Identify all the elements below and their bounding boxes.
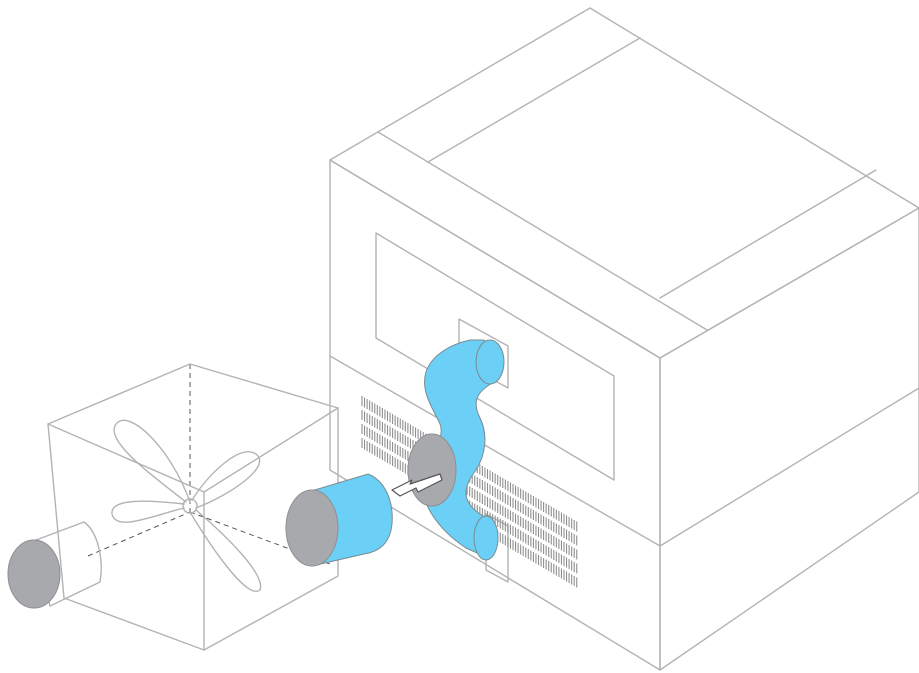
flex-duct-open-end [408,434,456,506]
flex-duct [392,340,504,560]
fan-blade-top [114,420,190,502]
fan-box [8,364,338,650]
fan-box-front-edge [48,408,338,492]
fan-box-hidden-edge-left [88,512,190,556]
inlet-adapter-end [286,490,338,566]
flex-duct-upper-cuff [476,340,504,384]
fan-box-outlet-end [8,540,60,608]
machine-lid-seam-front [428,38,640,162]
machine-right-band [660,388,919,546]
fan-blade-right [192,452,260,508]
machine-lid-seam-right [660,170,876,298]
machine-lid-seam-back [378,132,707,330]
fan-blade-bottom [190,510,261,591]
fan-blades [112,420,261,591]
machine-top-face [330,8,919,358]
machine-housing [330,8,919,670]
machine-right-face [660,208,919,670]
inlet-adapter [286,474,392,566]
flex-duct-lower-cuff [474,516,498,560]
